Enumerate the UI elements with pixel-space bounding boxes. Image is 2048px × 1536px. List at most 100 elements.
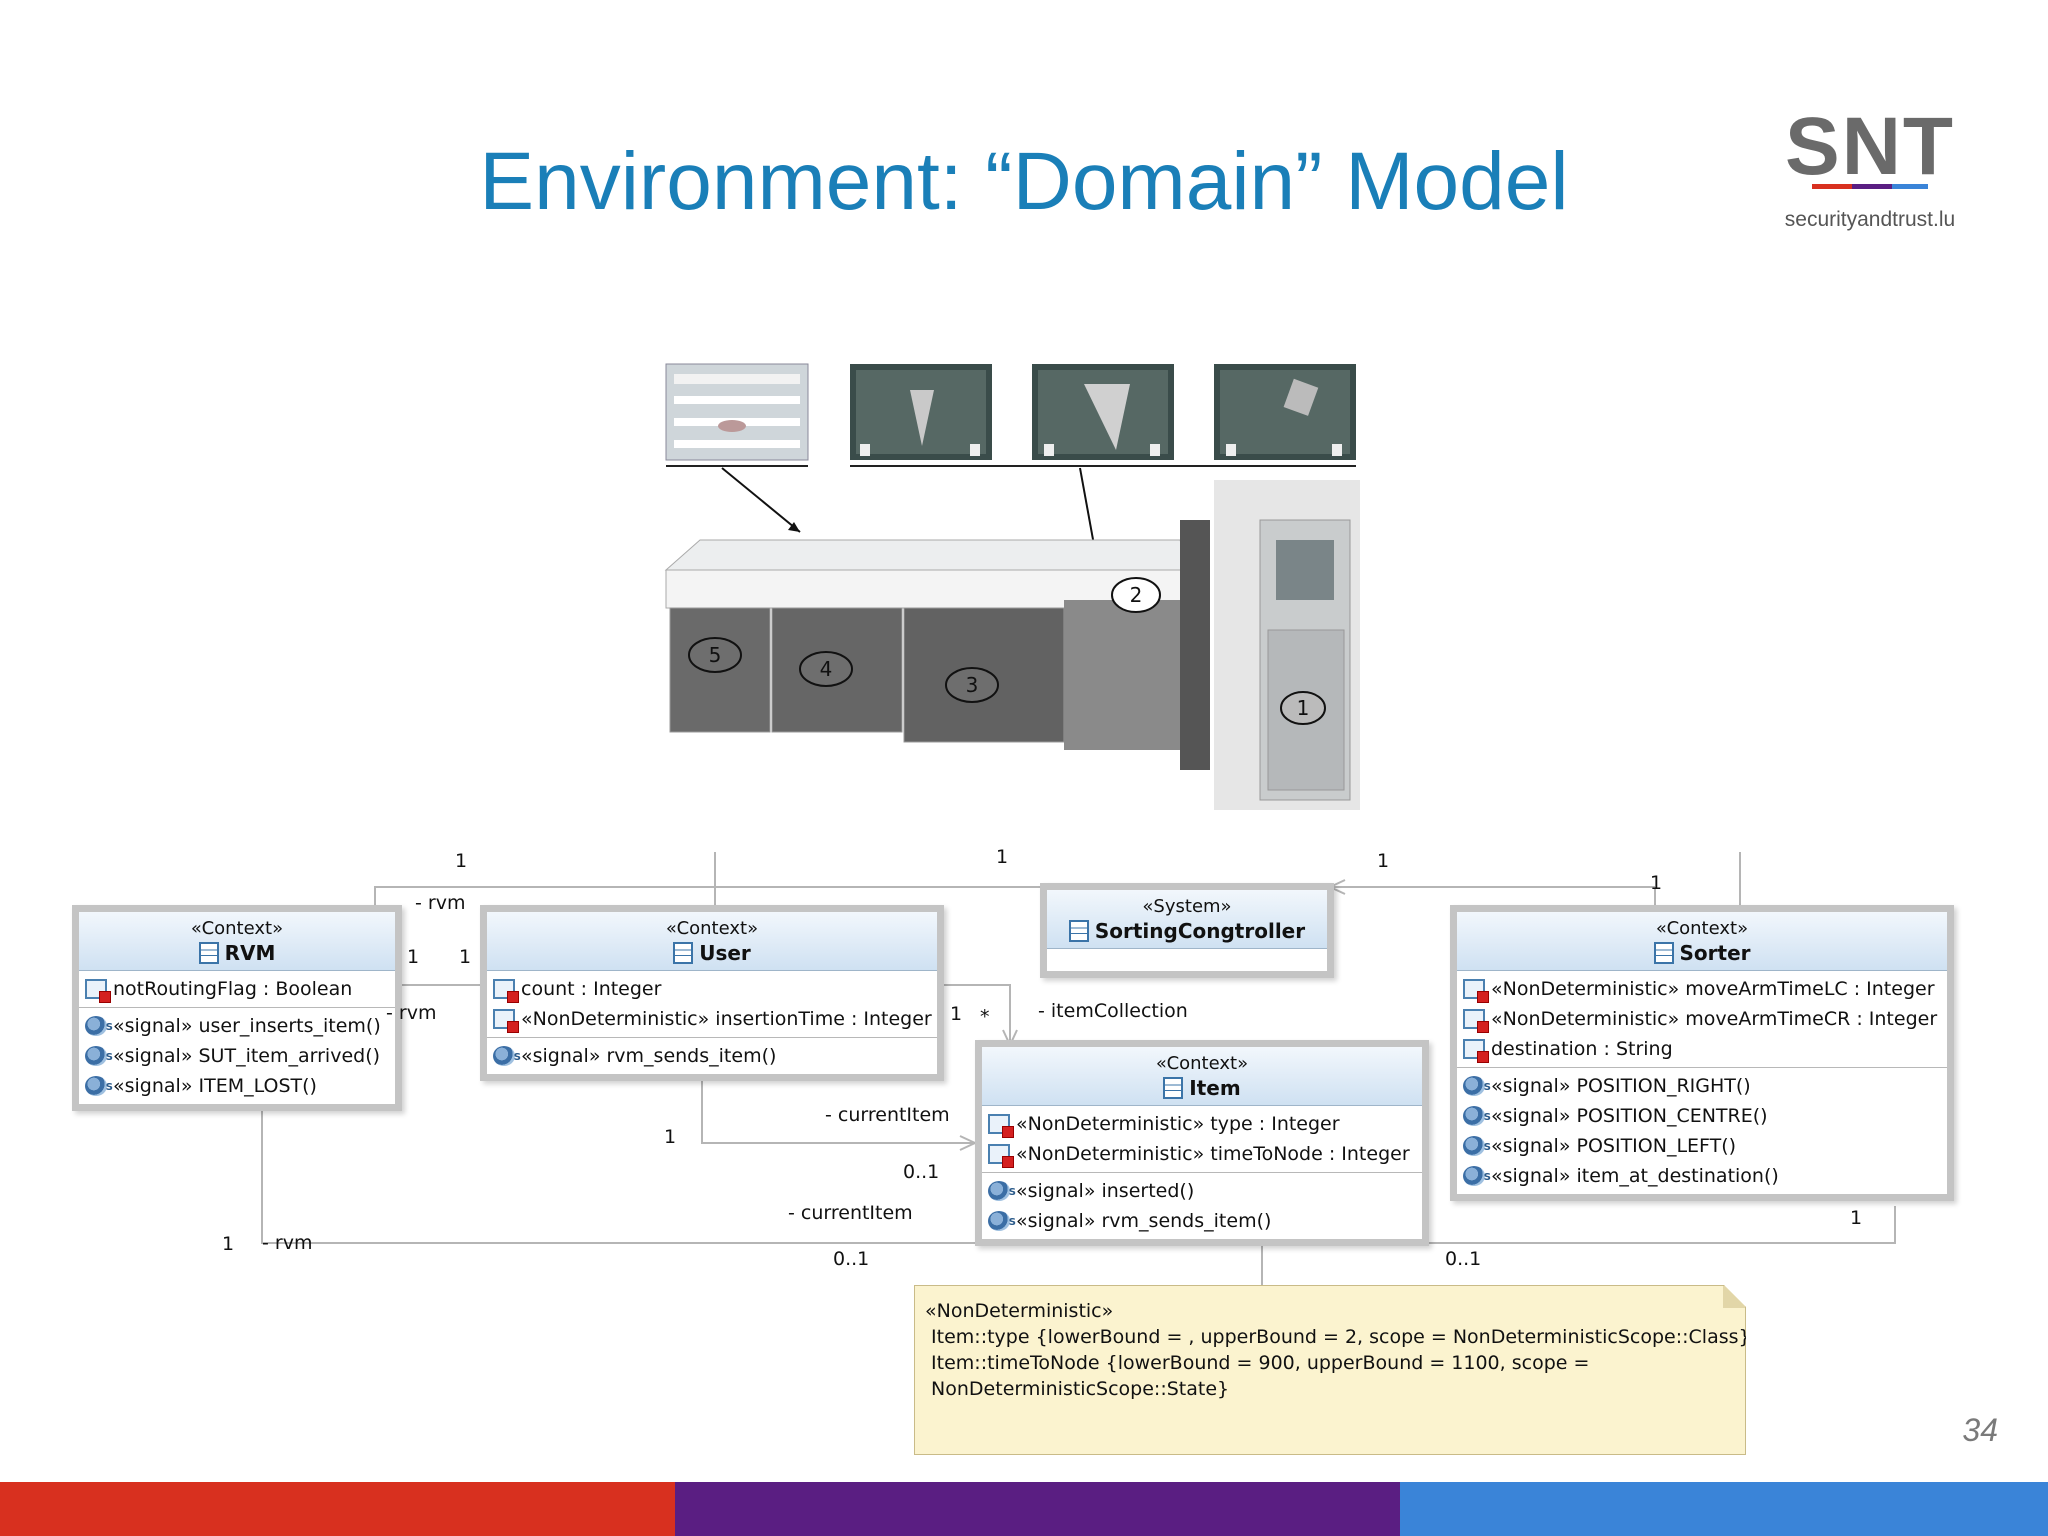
page-number: 34: [1962, 1412, 1998, 1448]
slide-title: Environment: “Domain” Model: [479, 136, 1569, 227]
footer-red: [0, 1482, 675, 1536]
multiplicity: 0..1: [1445, 1248, 1482, 1270]
class-sorting-stereotype: «System»: [1142, 896, 1232, 917]
class-icon: [1163, 1077, 1184, 1099]
class-sorter-attributes: «NonDeterministic» moveArmTimeLC : Integ…: [1457, 971, 1947, 1068]
class-sorter-stereotype: «Context»: [1655, 918, 1749, 939]
svg-text:1: 1: [1297, 696, 1310, 720]
class-user-operations: «signal» rvm_sends_item(): [487, 1038, 937, 1074]
callout-1: 1: [1280, 691, 1326, 725]
callout-4: 4: [799, 651, 853, 687]
class-sorter-operations: «signal» POSITION_RIGHT() «signal» POSIT…: [1457, 1068, 1947, 1194]
class-icon: [1068, 920, 1089, 942]
role-label: - rvm: [415, 892, 466, 914]
machine-photo: 1 2 3 4 5: [664, 363, 1360, 810]
logo-text: securityandtrust.lu: [1784, 208, 1956, 231]
signal-icon: [1463, 1133, 1491, 1163]
operation-row[interactable]: «signal» item_at_destination(): [1457, 1161, 1947, 1193]
signal-icon: [85, 1013, 113, 1043]
attribute-row[interactable]: count : Integer: [487, 974, 937, 1004]
multiplicity: 1: [996, 846, 1009, 868]
signal-icon: [1463, 1163, 1491, 1193]
signal-icon: [85, 1073, 113, 1103]
class-rvm[interactable]: «Context» RVM notRoutingFlag : Boolean «…: [72, 905, 402, 1111]
footer-purple: [675, 1482, 1400, 1536]
attribute-icon: [1463, 979, 1489, 1003]
note-line: Item::type {lowerBound = , upperBound = …: [925, 1326, 1751, 1348]
signal-icon: [988, 1178, 1016, 1208]
class-item-name: Item: [986, 1075, 1418, 1101]
snt-logo: SNT: [1785, 101, 1955, 192]
operation-row[interactable]: «signal» inserted(): [982, 1176, 1422, 1208]
nondeterministic-note[interactable]: «NonDeterministic» Item::type {lowerBoun…: [914, 1285, 1746, 1455]
signal-icon: [493, 1043, 521, 1073]
class-icon: [673, 942, 694, 964]
multiplicity: 1: [1850, 1207, 1863, 1229]
svg-text:5: 5: [709, 643, 722, 667]
class-sorting-controller[interactable]: «System» SortingCongtroller: [1040, 883, 1334, 978]
multiplicity: *: [980, 1006, 990, 1028]
inset-photo-sorter-2: [1032, 364, 1174, 460]
attribute-row[interactable]: «NonDeterministic» type : Integer: [982, 1109, 1422, 1139]
operation-row[interactable]: «signal» POSITION_CENTRE(): [1457, 1101, 1947, 1133]
attribute-row[interactable]: «NonDeterministic» insertionTime : Integ…: [487, 1004, 937, 1034]
multiplicity: 1: [222, 1233, 235, 1255]
callout-3: 3: [945, 667, 999, 703]
role-label: - itemCollection: [1038, 1000, 1188, 1022]
signal-icon: [1463, 1073, 1491, 1103]
inset-photo-sorter-3: [1214, 364, 1356, 460]
class-item-attributes: «NonDeterministic» type : Integer «NonDe…: [982, 1106, 1422, 1173]
class-item-operations: «signal» inserted() «signal» rvm_sends_i…: [982, 1173, 1422, 1239]
signal-icon: [1463, 1103, 1491, 1133]
class-user[interactable]: «Context» User count : Integer «NonDeter…: [480, 905, 944, 1081]
signal-icon: [988, 1208, 1016, 1238]
class-sorter-name: Sorter: [1461, 940, 1943, 966]
note-line: NonDeterministicScope::State}: [925, 1378, 1230, 1400]
class-rvm-stereotype: «Context»: [190, 918, 284, 939]
multiplicity: 1: [459, 946, 472, 968]
callout-2: 2: [1111, 577, 1161, 613]
multiplicity: 1: [1377, 850, 1390, 872]
footer-band: [0, 1482, 2048, 1536]
svg-text:4: 4: [820, 657, 833, 681]
operation-row[interactable]: «signal» rvm_sends_item(): [487, 1041, 937, 1073]
class-item[interactable]: «Context» Item «NonDeterministic» type :…: [975, 1040, 1429, 1246]
class-user-stereotype: «Context»: [665, 918, 759, 939]
operation-row[interactable]: «signal» rvm_sends_item(): [982, 1206, 1422, 1238]
attribute-row[interactable]: notRoutingFlag : Boolean: [79, 974, 395, 1004]
callout-5: 5: [688, 637, 742, 673]
inset-photo-conveyor: [665, 363, 809, 461]
logo-mark: SNT: [1785, 101, 1955, 192]
attribute-row[interactable]: «NonDeterministic» timeToNode : Integer: [982, 1139, 1422, 1169]
operation-row[interactable]: «signal» POSITION_LEFT(): [1457, 1131, 1947, 1163]
operation-row[interactable]: «signal» user_inserts_item(): [79, 1011, 395, 1043]
svg-text:2: 2: [1130, 583, 1143, 607]
attribute-icon: [1463, 1009, 1489, 1033]
operation-row[interactable]: «signal» POSITION_RIGHT(): [1457, 1071, 1947, 1103]
class-icon: [1653, 942, 1674, 964]
attribute-icon: [493, 979, 519, 1003]
attribute-row[interactable]: «NonDeterministic» moveArmTimeCR : Integ…: [1457, 1004, 1947, 1034]
class-user-name: User: [491, 940, 933, 966]
role-label: - currentItem: [788, 1202, 913, 1224]
attribute-icon: [1463, 1039, 1489, 1063]
operation-row[interactable]: «signal» ITEM_LOST(): [79, 1071, 395, 1103]
class-sorting-empty: [1047, 949, 1327, 971]
class-sorting-name: SortingCongtroller: [1051, 918, 1323, 944]
multiplicity: 0..1: [833, 1248, 870, 1270]
attribute-icon: [85, 979, 111, 1003]
multiplicity: 1: [455, 850, 468, 872]
role-label: - rvm: [262, 1232, 313, 1254]
attribute-row[interactable]: destination : String: [1457, 1034, 1947, 1064]
multiplicity: 1: [1650, 872, 1663, 894]
class-user-attributes: count : Integer «NonDeterministic» inser…: [487, 971, 937, 1038]
operation-row[interactable]: «signal» SUT_item_arrived(): [79, 1041, 395, 1073]
attribute-row[interactable]: «NonDeterministic» moveArmTimeLC : Integ…: [1457, 974, 1947, 1004]
class-rvm-operations: «signal» user_inserts_item() «signal» SU…: [79, 1008, 395, 1104]
multiplicity: 1: [407, 946, 420, 968]
multiplicity: 1: [664, 1126, 677, 1148]
attribute-icon: [493, 1009, 519, 1033]
class-rvm-attributes: notRoutingFlag : Boolean: [79, 971, 395, 1008]
class-sorter[interactable]: «Context» Sorter «NonDeterministic» move…: [1450, 905, 1954, 1201]
multiplicity: 0..1: [903, 1161, 940, 1183]
